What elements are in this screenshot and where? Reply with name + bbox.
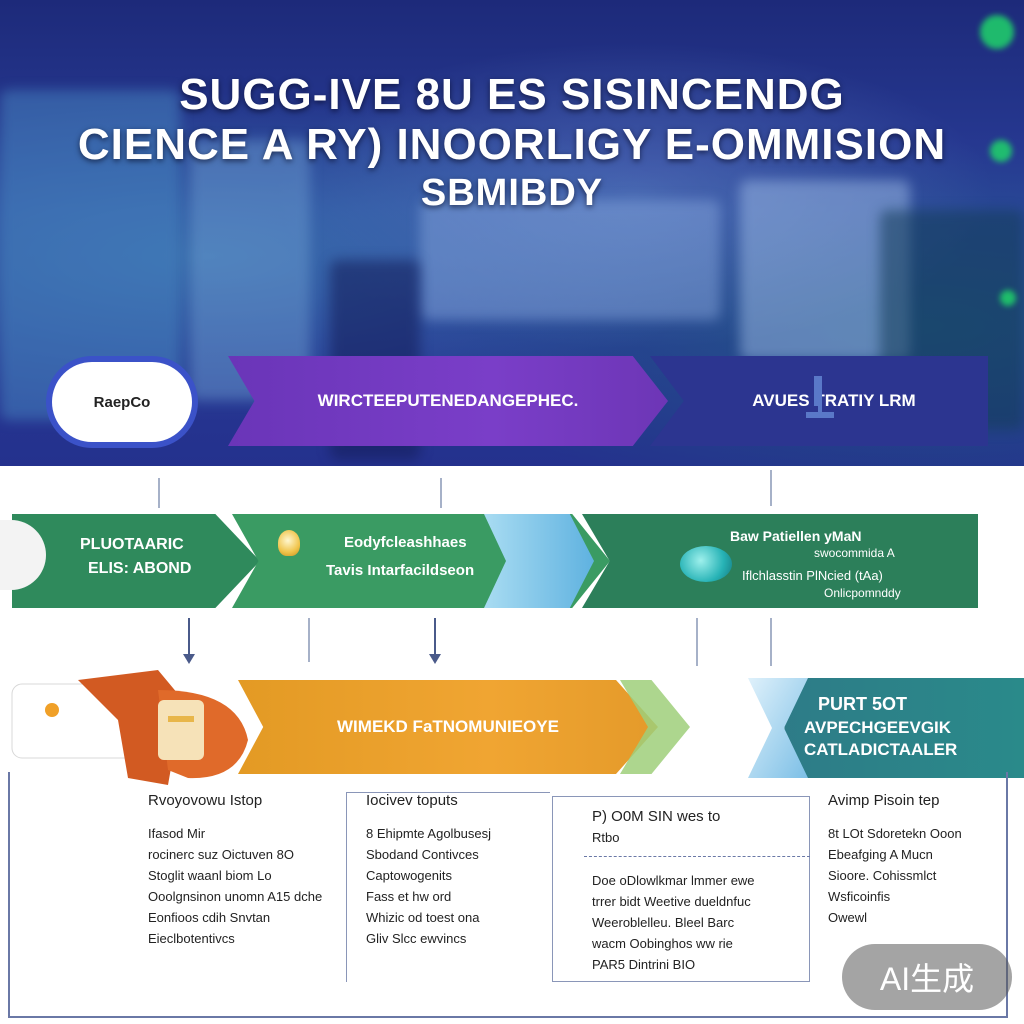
panel-border (552, 796, 810, 982)
detail-panel-4: Avimp Pisoin tep 8t LOt Sdoretekn Ooon E… (828, 792, 962, 928)
hero-banner: SUGG-IVE 8U ES SISINCENDG CIENCE A RY) I… (0, 0, 1024, 466)
indicator-light (990, 140, 1012, 162)
panel-divider (584, 856, 810, 858)
connector-line (696, 618, 698, 666)
panel-3-heading: P) O0M SIN wes to (592, 808, 721, 825)
hero-title-line1: SUGG-IVE 8U ES SISINCENDG (179, 70, 845, 119)
step-3-line2: swocommida A (814, 546, 895, 560)
teal-line1: PURT 5OT (818, 694, 908, 714)
panel-3-item: PAR5 Dintrini BIO (592, 957, 696, 972)
panel-2-item: Sbodand Contivces (366, 847, 479, 862)
panel-1-item: Ifasod Mir (148, 826, 206, 841)
teal-line3: CATLADICTAALER (804, 740, 958, 759)
panel-2-item: Captowogenits (366, 868, 452, 883)
down-arrow (429, 618, 441, 664)
connector-line (770, 618, 772, 666)
detail-panel-1: Rvoyovowu Istop Ifasod Mir rocinerc suz … (148, 792, 322, 949)
petri-dish-icon (680, 546, 732, 582)
background-shape (420, 200, 720, 320)
panel-2-heading: Iocivev toputs (366, 792, 458, 809)
watermark-text: AI生成 (879, 961, 975, 997)
flow-middle-label: WIRCTEEPUTENEDANGEPHEC. (317, 391, 579, 410)
step-3-line4: Onlicpomnddy (824, 586, 901, 600)
panel-border (346, 792, 550, 982)
indicator-light (980, 15, 1014, 49)
lab-machine-illustration (11, 670, 248, 785)
panel-3-item: Rtbo (592, 830, 620, 845)
step-1-line1: PLUOTAARIC (80, 536, 184, 553)
connector-line (158, 478, 160, 508)
panel-4-item: Sioore. Cohissmlct (828, 868, 937, 883)
panel-2-item: Fass et hw ord (366, 889, 452, 904)
flow-end-label: AVUES TRATIY LRM (752, 391, 916, 410)
detail-panel-3: P) O0M SIN wes to Rtbo Doe oDlowlkmar lm… (592, 808, 755, 975)
panel-1-item: rocinerc suz Oictuven 8O (148, 847, 294, 862)
flow-middle-arrow: WIRCTEEPUTENEDANGEPHEC. (228, 356, 668, 446)
step-3-line1: Baw Patiellen yMaN (730, 528, 862, 544)
lightbulb-icon (278, 530, 300, 556)
flow-start-node: RaepCo (52, 362, 192, 442)
panel-2-item: Gliv Slcc ewvincs (366, 931, 467, 946)
panel-3-item: trrer bidt Weetive dueldnfuc (592, 894, 751, 909)
panel-1-item: Stoglit waanl biom Lo (148, 868, 272, 883)
panel-4-item: Owewl (828, 910, 868, 925)
connector-line (770, 470, 772, 506)
panel-4-heading: Avimp Pisoin tep (828, 792, 940, 809)
indicator-light (1000, 290, 1016, 306)
panel-1-item: Ooolgnsinon unomn A15 dche (148, 889, 323, 904)
panel-2-item: Whizic od toest ona (366, 910, 480, 925)
step-2-line2: Tavis Intarfacildseon (326, 562, 475, 579)
panel-1-item: Eieclbotentivcs (148, 931, 235, 946)
panel-1-item: Eonfioos cdih Snvtan (148, 910, 271, 925)
orange-step: WIMEKD FaTNOMUNIEOYE (238, 680, 658, 774)
hero-title-line3: SBMIBDY (420, 172, 604, 214)
detail-panel-2: Iocivev toputs 8 Ehipmte Agolbusesj Sbod… (366, 792, 491, 949)
panel-4-item: 8t LOt Sdoretekn Ooon (828, 826, 962, 841)
step-1-line2: ELIS: ABOND (88, 560, 192, 577)
details-frame (8, 772, 1008, 1018)
step-3-line3: Iflchlasstin PlNcied (tAa) (742, 568, 883, 583)
step-2-line1: Eodyfcleashhaes (344, 534, 467, 551)
green-step-3: Baw Patiellen yMaN swocommida A Iflchlas… (582, 514, 978, 608)
connector-line (440, 478, 442, 508)
hero-title-line2: CIENCE A RY) INOORLIGY E-OMMISION (77, 120, 947, 169)
panel-4-item: Wsficoinfis (828, 889, 891, 904)
panel-2-item: 8 Ehipmte Agolbusesj (366, 826, 492, 841)
down-arrow (183, 618, 195, 664)
green-step-1: PLUOTAARIC ELIS: ABOND (12, 514, 260, 608)
orange-step-label: WIMEKD FaTNOMUNIEOYE (337, 717, 559, 736)
panel-1-heading: Rvoyovowu Istop (148, 792, 263, 809)
ai-generated-watermark: AI生成 (842, 944, 1012, 1010)
panel-3-item: wacm Oobinghos ww rie (592, 936, 733, 951)
flow-start-label: RaepCo (93, 393, 151, 411)
connector-line (308, 618, 310, 662)
panel-4-item: Ebeafging A Mucn (828, 847, 933, 862)
panel-3-item: Doe oDlowlkmar lmmer ewe (592, 873, 755, 888)
teal-line2: AVPECHGEEVGIK (804, 718, 952, 737)
microscope-icon (806, 376, 834, 418)
panel-3-item: Weeroblelleu. Bleel Barc (592, 915, 735, 930)
